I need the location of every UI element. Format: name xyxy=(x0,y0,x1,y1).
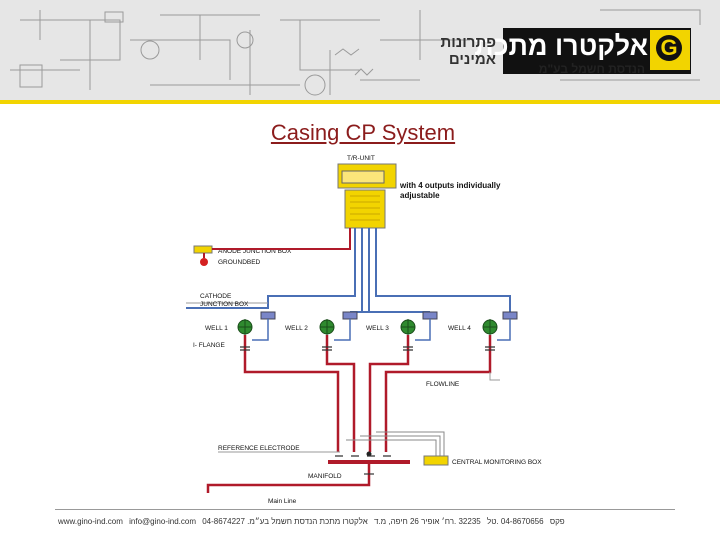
anode-junction-box xyxy=(193,245,213,254)
flowline-1 xyxy=(243,335,340,452)
flowline-2 xyxy=(325,335,356,452)
footer-contact: www.gino-ind.com info@gino-ind.com 04-86… xyxy=(58,517,678,526)
well-4-junction xyxy=(502,311,518,320)
well-1-junction xyxy=(260,311,276,320)
footer-company: אלקטרו מתכת הנדסת חשמל בע״מ xyxy=(249,517,368,526)
flowline-label: FLOWLINE xyxy=(426,381,460,388)
manifold-label: MANIFOLD xyxy=(308,473,342,480)
well-2-junction xyxy=(342,311,358,320)
flowline-4 xyxy=(384,335,492,452)
footer-email[interactable]: info@gino-ind.com xyxy=(129,517,196,526)
svg-text:WELL 3: WELL 3 xyxy=(366,325,389,332)
anode-cable xyxy=(203,228,351,258)
footer-phone: 04-8670656 .טל xyxy=(486,517,544,526)
central-monitoring-box xyxy=(423,455,449,466)
cathode-cables xyxy=(186,290,511,313)
groundbed-symbol xyxy=(200,258,208,266)
footer-address: 32235 .רח׳ אופיר 26 חיפה, מ.ד xyxy=(374,517,481,526)
main-line-pipe xyxy=(206,462,371,493)
reference-electrode-label: REFERENCE ELECTRODE xyxy=(218,445,300,452)
well-2: WELL 2 xyxy=(285,319,335,335)
flowline-3 xyxy=(368,335,410,452)
iflange-label: I- FLANGE xyxy=(193,342,225,349)
svg-text:WELL 2: WELL 2 xyxy=(285,325,308,332)
svg-text:WELL 1: WELL 1 xyxy=(205,325,228,332)
header-divider xyxy=(0,100,720,104)
header-banner: G אלקטרו מתכת הנדסת חשמל בע"מ פתרונות אמ… xyxy=(0,0,720,102)
tr-unit-label: T/R-UNIT xyxy=(347,155,375,162)
svg-text:WELL 4: WELL 4 xyxy=(448,325,471,332)
tr-unit-display xyxy=(341,170,385,184)
anode-box-label: ANODE JUNCTION BOX xyxy=(218,248,292,255)
footer-divider xyxy=(55,509,675,510)
main-line-label: Main Line xyxy=(268,498,297,505)
company-tagline: פתרונות אמינים xyxy=(440,34,496,68)
groundbed-label: GROUNDBED xyxy=(218,259,261,266)
outputs-note-1: with 4 outputs individually xyxy=(399,181,501,190)
footer-website[interactable]: www.gino-ind.com xyxy=(58,517,123,526)
circuit-sketch-background xyxy=(10,9,701,96)
well-4: WELL 4 xyxy=(448,319,498,335)
well-1: WELL 1 xyxy=(205,319,253,335)
cathode-box-label-1: CATHODE xyxy=(200,293,232,300)
cathode-box-label-2: JUNCTION BOX xyxy=(200,301,249,308)
company-subtitle: הנדסת חשמל בע"מ xyxy=(538,62,645,76)
central-monitoring-label: CENTRAL MONITORING BOX xyxy=(452,459,542,466)
well-3-junction xyxy=(422,311,438,320)
well-3: WELL 3 xyxy=(366,319,416,335)
outputs-note-2: adjustable xyxy=(400,191,440,200)
footer-fax: 04-8674227 .פקס xyxy=(202,517,565,526)
slide-title: Casing CP System xyxy=(270,120,456,145)
monitoring-wires xyxy=(346,431,445,458)
company-name: אלקטרו מתכת xyxy=(474,31,648,61)
logo-mark: G xyxy=(656,35,682,61)
